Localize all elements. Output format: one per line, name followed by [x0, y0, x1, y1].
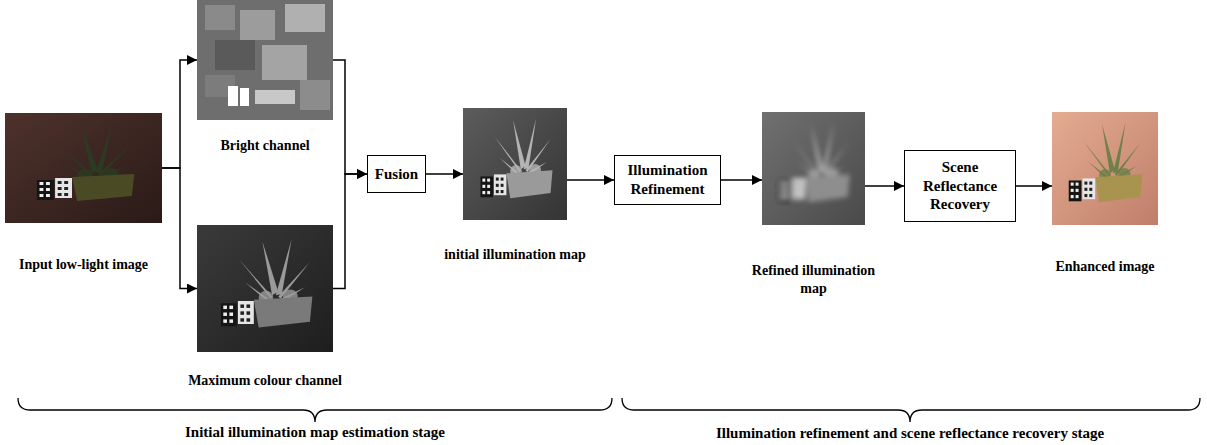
input-photo	[5, 113, 162, 223]
image-caption: initial illumination map	[444, 246, 586, 264]
photo-ground	[197, 225, 333, 352]
flow-arrow	[721, 179, 762, 181]
bright-channel-photo	[197, 0, 333, 120]
stage-label: Illumination refinement and scene reflec…	[716, 425, 1104, 442]
photo-ground	[463, 108, 567, 220]
image-panel: initial illumination map	[463, 108, 567, 220]
image-panel: Input low-light image	[5, 113, 162, 223]
stage-bracket	[622, 398, 1200, 422]
image-caption: Refined illumination map	[749, 262, 879, 298]
process-box: Scene Reflectance Recovery	[904, 150, 1016, 222]
process-box: Fusion	[367, 155, 426, 193]
image-panel: Bright channel	[197, 0, 333, 120]
image-caption: Enhanced image	[1055, 258, 1154, 276]
flow-arrow	[567, 179, 614, 181]
refined-map-photo	[762, 112, 865, 225]
image-caption: Maximum colour channel	[188, 372, 342, 390]
box-label: Fusion	[375, 165, 418, 184]
flow-arrow	[162, 168, 197, 289]
box-label: Illumination Refinement	[621, 161, 714, 199]
initial-map-photo	[463, 108, 567, 220]
image-panel: Maximum colour channel	[197, 225, 333, 352]
enhanced-photo	[1052, 112, 1158, 225]
max-channel-photo	[197, 225, 333, 352]
photo-ground	[5, 113, 162, 223]
box-label: Scene Reflectance Recovery	[911, 158, 1009, 214]
process-box: Illumination Refinement	[614, 155, 721, 205]
photo-ground	[197, 0, 333, 120]
plant-figure	[221, 239, 312, 328]
block-patch	[240, 10, 275, 40]
flow-arrow	[865, 185, 904, 187]
image-caption: Bright channel	[220, 137, 309, 155]
flow-arrow	[333, 60, 367, 174]
block-patch	[215, 40, 255, 70]
block-patch	[300, 80, 330, 110]
block-patch	[262, 45, 307, 80]
stage-label: Initial illumination map estimation stag…	[185, 424, 445, 441]
plant-figure	[1069, 122, 1143, 202]
plant-figure	[37, 124, 134, 201]
block-patch	[255, 90, 295, 104]
block-patch	[285, 4, 325, 32]
image-panel: Enhanced image	[1052, 112, 1158, 225]
flow-arrow	[426, 173, 463, 175]
flow-arrow	[333, 174, 367, 289]
bright-spot	[228, 86, 238, 106]
photo-ground	[762, 112, 865, 225]
image-caption: Input low-light image	[19, 256, 148, 274]
bright-spot	[240, 88, 249, 106]
block-patch	[205, 5, 235, 30]
plant-figure	[480, 118, 552, 198]
photo-ground	[1052, 112, 1158, 225]
plant-figure	[779, 122, 850, 202]
stage-bracket	[18, 398, 612, 422]
flow-arrow	[1016, 185, 1052, 187]
image-panel: Refined illumination map	[762, 112, 865, 225]
flow-arrow	[162, 60, 197, 168]
